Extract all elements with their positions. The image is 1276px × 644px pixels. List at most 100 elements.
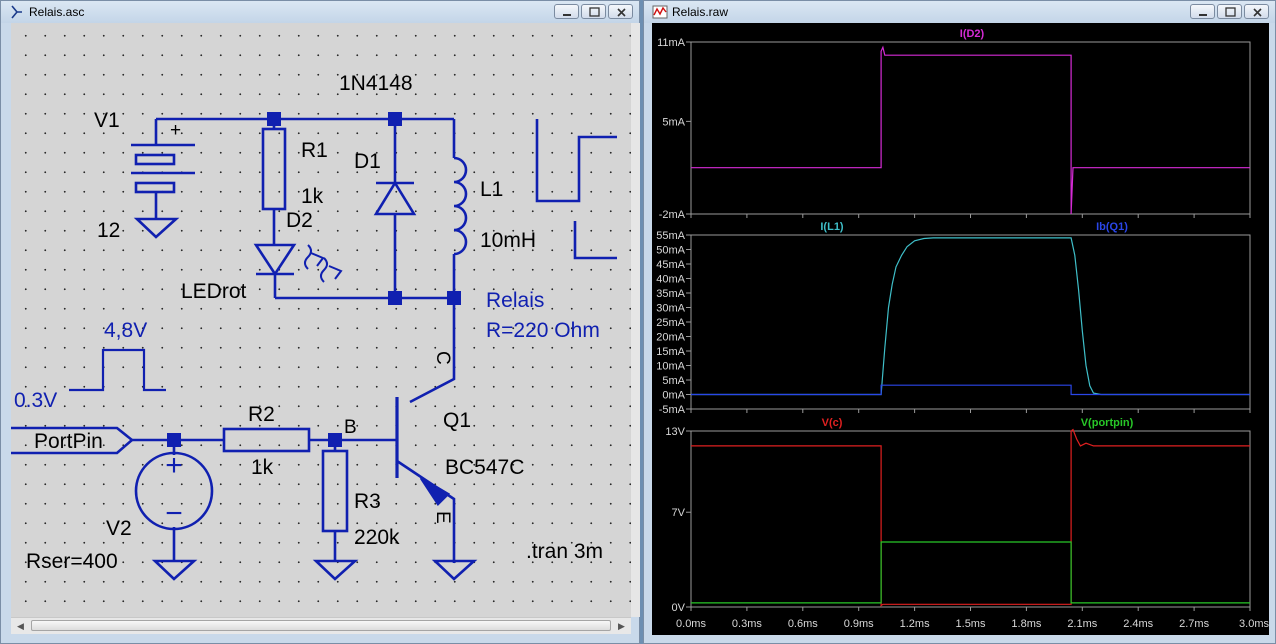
label-v1: V1 [94,109,120,132]
maximize-button[interactable] [1217,4,1242,19]
label-q1-model: BC547C [445,456,524,479]
trace-id2 [691,45,1250,215]
y-tick-label: 40mA [656,274,685,286]
x-tick-label: 2.1ms [1067,618,1097,630]
label-r1: R1 [301,139,328,162]
label-d2: D2 [286,209,313,232]
y-tick-label: 7V [672,507,686,519]
resistor-r1 [261,127,287,211]
battery-v1 [131,117,454,239]
trace-label: I(D2) [960,28,985,40]
close-icon [617,8,626,17]
y-tick-label: 13V [665,426,685,438]
waveform-plots[interactable]: 11mA5mA-2mAI(D2)55mA50mA45mA40mA35mA30mA… [652,23,1269,635]
y-tick-label: 10mA [656,361,685,373]
y-tick-label: -2mA [659,209,686,221]
x-tick-label: 1.8ms [1011,618,1041,630]
schematic-icon [11,5,22,19]
x-tick-label: 0.9ms [844,618,874,630]
label-led-model: LEDrot [181,280,247,303]
label-diode-model: 1N4148 [339,72,413,95]
x-tick-label: 2.7ms [1179,618,1209,630]
x-tick-label: 0.3ms [732,618,762,630]
y-tick-label: -5mA [659,404,686,416]
y-tick-label: 5mA [662,116,685,128]
x-tick-label: 2.4ms [1123,618,1153,630]
scroll-thumb[interactable] [31,620,611,631]
diode-d1 [373,119,417,298]
label-l1: L1 [480,178,503,201]
trace-ibq1 [691,384,1250,396]
label-node-e: E [432,511,453,524]
y-tick-label: 45mA [656,259,685,271]
y-tick-label: 15mA [656,346,685,358]
label-relais-r: R=220 Ohm [486,319,600,342]
minimize-icon [1199,14,1207,16]
x-tick-label: 1.5ms [956,618,986,630]
plot-pane-frame [690,41,1251,215]
trace-label: I(L1) [820,221,844,233]
schematic-window[interactable]: Relais.asc [0,0,640,644]
maximize-icon [1225,7,1236,17]
label-node-c: C [432,351,453,365]
minimize-button[interactable] [554,4,579,19]
label-d1: D1 [354,150,381,173]
minimize-button[interactable] [1190,4,1215,19]
trace-label: V(portpin) [1081,417,1134,429]
schematic-titlebar[interactable]: Relais.asc [1,1,639,23]
x-tick-label: 3.0ms [1239,618,1269,630]
label-pulse-low: 0.3V [14,389,57,412]
schematic-canvas[interactable]: + − 1N4148 V1 + 12 R1 1k D1 D2 LEDrot L1… [11,23,631,617]
trace-il1 [691,237,1250,396]
maximize-button[interactable] [581,4,606,19]
schematic-vertical-scrollbar[interactable] [631,23,640,617]
waveform-window[interactable]: Relais.raw 11mA 5mA -2mA I(D2) 55mA 50mA 45mA 4… [643,0,1276,644]
plot-pane-frame [690,430,1251,608]
maximize-icon [589,7,600,17]
label-r3-value: 220k [354,526,400,549]
y-tick-label: 55mA [656,230,685,242]
v2-plus-sign: + [165,449,183,482]
scroll-left-icon[interactable]: ◀ [17,621,24,631]
y-tick-label: 0V [672,602,686,614]
y-tick-label: 0mA [662,390,685,402]
trace-label: V(c) [822,417,843,429]
close-icon [1253,8,1262,17]
y-tick-label: 11mA [657,37,686,49]
label-v1-value: 12 [97,219,120,242]
label-portpin: PortPin [34,430,103,453]
y-tick-label: 25mA [656,317,685,329]
trace-vportpin [691,541,1250,604]
label-r3: R3 [354,490,381,513]
label-v2-rser: Rser=400 [26,550,118,573]
schematic-drawing[interactable]: + − 1N4148 V1 + 12 R1 1k D1 D2 LEDrot L1… [11,23,631,617]
label-relais: Relais [486,289,544,312]
scroll-right-icon[interactable]: ▶ [618,621,625,631]
waveform-window-title: Relais.raw [672,5,729,19]
label-v1-plus: + [170,120,181,141]
label-r1-value: 1k [301,185,324,208]
schematic-window-title: Relais.asc [29,5,85,19]
inductor-l1 [452,119,468,298]
x-tick-label: 0.6ms [788,618,818,630]
resistor-r2 [222,427,311,453]
v2-minus-sign: − [165,497,183,530]
schematic-horizontal-scrollbar[interactable]: ◀ ▶ [11,617,631,634]
close-button[interactable] [1244,4,1269,19]
y-tick-label: 50mA [656,245,685,257]
waveform-titlebar[interactable]: Relais.raw [644,1,1275,23]
label-v2: V2 [106,517,132,540]
waveform-icon [652,5,668,19]
relay-contact [535,119,617,203]
pulse-symbol [69,348,166,392]
close-button[interactable] [608,4,633,19]
y-tick-label: 30mA [656,303,685,315]
resistor-r3 [321,449,349,533]
label-q1: Q1 [443,409,471,432]
x-tick-label: 1.2ms [900,618,930,630]
label-r2-value: 1k [251,456,274,479]
trace-label: Ib(Q1) [1096,221,1128,233]
label-sim-command: .tran 3m [526,540,603,563]
x-tick-label: 0.0ms [676,618,706,630]
